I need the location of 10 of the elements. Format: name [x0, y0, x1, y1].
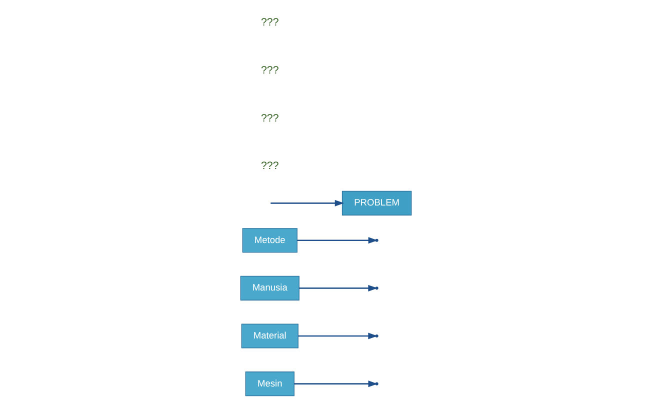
node-box: Manusia: [240, 276, 300, 300]
node-box: PROBLEM: [342, 190, 412, 216]
node-box: Material: [241, 324, 298, 348]
arrow: [270, 200, 344, 206]
node-box: Mesin: [245, 372, 294, 396]
node-box: Metode: [242, 228, 298, 253]
label: ???: [261, 64, 279, 77]
label: ???: [261, 112, 279, 124]
label: ???: [261, 160, 279, 172]
label: ???: [261, 16, 279, 29]
